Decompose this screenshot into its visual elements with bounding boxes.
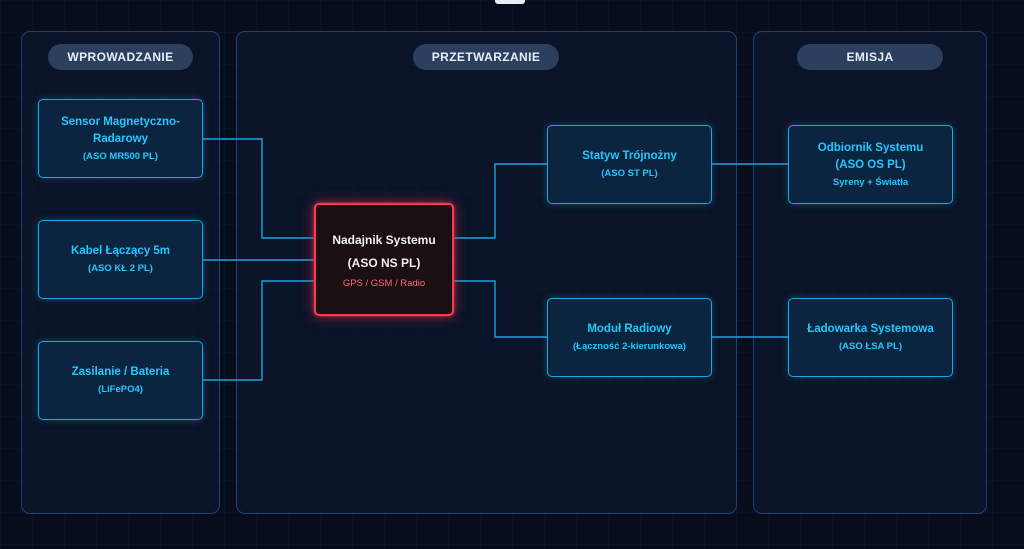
connector-sensor-transmitter xyxy=(202,138,315,239)
node-cable[interactable]: Kabel Łączący 5m (ASO KŁ 2 PL) xyxy=(38,220,203,299)
node-receiver-features: Syreny + Światła xyxy=(832,176,909,188)
node-power[interactable]: Zasilanie / Bateria (LiFePO4) xyxy=(38,341,203,420)
connector-transmitter-tripod xyxy=(453,163,548,239)
node-transmitter-features: GPS / GSM / Radio xyxy=(342,278,426,289)
node-sensor-name-line1: Sensor Magnetyczno- xyxy=(61,115,180,128)
node-cable-name: Kabel Łączący 5m xyxy=(70,245,171,257)
node-radio-code: (Łączność 2-kierunkowa) xyxy=(573,341,686,352)
connector-power-transmitter xyxy=(202,280,315,381)
node-receiver[interactable]: Odbiornik Systemu (ASO OS PL) Syreny + Ś… xyxy=(788,125,953,204)
node-charger-name: Ładowarka Systemowa xyxy=(807,323,934,335)
node-radio[interactable]: Moduł Radiowy (Łączność 2-kierunkowa) xyxy=(547,298,712,377)
connector-transmitter-radio xyxy=(453,280,548,338)
node-power-code: (LiFePO4) xyxy=(98,384,143,395)
node-transmitter[interactable]: Nadajnik Systemu (ASO NS PL) GPS / GSM /… xyxy=(314,203,454,316)
node-receiver-name: Odbiornik Systemu xyxy=(817,141,924,154)
title-fragment xyxy=(495,0,525,4)
node-tripod-name: Statyw Trójnożny xyxy=(582,150,677,162)
column-label-output: EMISJA xyxy=(797,44,943,70)
node-sensor[interactable]: Sensor Magnetyczno- Radarowy (ASO MR500 … xyxy=(38,99,203,178)
node-cable-code: (ASO KŁ 2 PL) xyxy=(88,263,153,274)
node-power-name: Zasilanie / Bateria xyxy=(71,366,170,378)
node-transmitter-name: Nadajnik Systemu xyxy=(332,233,436,247)
node-tripod[interactable]: Statyw Trójnożny (ASO ST PL) xyxy=(547,125,712,204)
node-sensor-code: (ASO MR500 PL) xyxy=(83,150,158,162)
node-tripod-code: (ASO ST PL) xyxy=(601,168,658,179)
node-charger-code: (ASO ŁSA PL) xyxy=(839,341,902,352)
node-charger[interactable]: Ładowarka Systemowa (ASO ŁSA PL) xyxy=(788,298,953,377)
node-radio-name: Moduł Radiowy xyxy=(587,323,672,335)
node-receiver-code: (ASO OS PL) xyxy=(835,158,906,171)
column-output: EMISJA xyxy=(753,31,987,514)
node-transmitter-code: (ASO NS PL) xyxy=(347,256,421,270)
column-label-processing: PRZETWARZANIE xyxy=(413,44,559,70)
column-label-input: WPROWADZANIE xyxy=(48,44,193,70)
node-sensor-name-line2: Radarowy xyxy=(93,132,148,145)
